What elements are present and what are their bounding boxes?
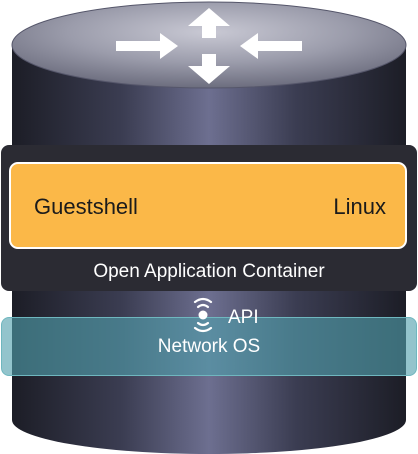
api-label: API	[228, 307, 259, 328]
network-os-label: Network OS	[157, 336, 261, 357]
linux-label: Linux	[333, 194, 386, 219]
signal-waves-icon	[193, 297, 213, 333]
network-os-band	[1, 317, 417, 376]
router-arrows-icon	[116, 8, 302, 84]
container-label: Open Application Container	[93, 261, 325, 282]
cylinder-top	[12, 2, 406, 88]
guestshell-box	[9, 162, 407, 249]
guestshell-label: Guestshell	[34, 194, 138, 219]
